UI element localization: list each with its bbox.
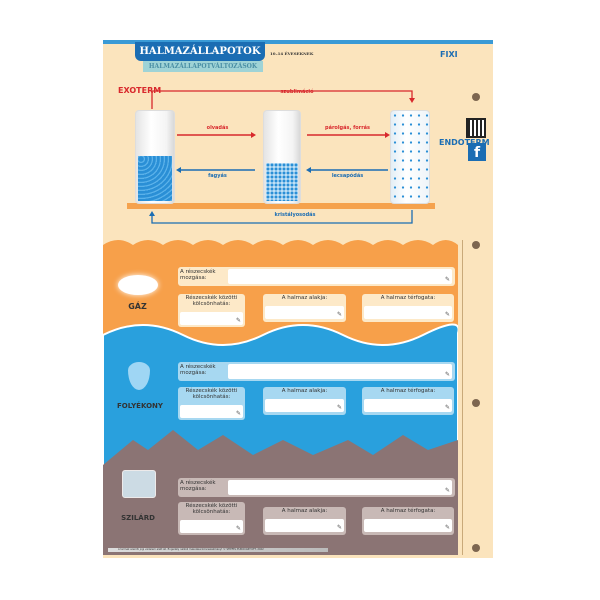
gas-shape-group: A halmaz alakja: ✎ [263, 294, 346, 322]
age-label: 10–14 ÉVESEKNEK [270, 51, 314, 56]
punch-hole [472, 399, 480, 407]
sublimation-label: szublimáció [280, 89, 314, 95]
interaction-label: Részecskék közötti kölcsönhatás: [185, 295, 238, 307]
diagram-arrows [127, 90, 435, 224]
water [266, 163, 298, 201]
cloud-icon [118, 275, 158, 295]
punch-hole [472, 544, 480, 552]
gas-interaction-input[interactable]: ✎ [180, 312, 243, 325]
solid-cylinder [135, 110, 175, 204]
liquid-interaction-group: Részecskék közötti kölcsönhatás: ✎ [178, 387, 245, 420]
freezing-label: fagyás [208, 173, 227, 179]
evaporation-label: párolgás, forrás [324, 125, 371, 131]
ice-cubes-icon [122, 470, 156, 498]
solid-label: SZILÁRD [121, 514, 155, 522]
solid-shape-group: A halmaz alakja: ✎ [263, 507, 346, 535]
pencil-icon: ✎ [235, 525, 241, 532]
shape-label: A halmaz alakja: [281, 388, 328, 394]
shape-label: A halmaz alakja: [281, 508, 328, 514]
punch-hole [472, 241, 480, 249]
fixi-logo: FIXI [440, 50, 458, 59]
liquid-volume-input[interactable]: ✎ [364, 399, 452, 412]
pencil-icon: ✎ [444, 371, 450, 378]
liquid-volume-group: A halmaz térfogata: ✎ [362, 387, 454, 415]
movement-label: A részecskék mozgása: [180, 480, 216, 492]
pencil-icon: ✎ [336, 404, 342, 411]
volume-label: A halmaz térfogata: [380, 295, 436, 301]
melting-label: olvadás [206, 125, 229, 131]
solid-volume-input[interactable]: ✎ [364, 519, 452, 532]
interaction-label: Részecskék közötti kölcsönhatás: [185, 503, 238, 515]
gas-movement-row: A részecskék mozgása: ✎ [178, 267, 455, 286]
liquid-shape-group: A halmaz alakja: ✎ [263, 387, 346, 415]
top-bar [103, 40, 493, 44]
shelf [127, 203, 435, 209]
gas-volume-input[interactable]: ✎ [364, 306, 452, 319]
pencil-icon: ✎ [444, 404, 450, 411]
crystallization-arrow [151, 210, 413, 224]
pencil-icon: ✎ [444, 524, 450, 531]
liquid-movement-row: A részecskék mozgása: ✎ [178, 362, 455, 381]
qr-code [466, 118, 486, 138]
water-drop-icon [128, 362, 150, 390]
liquid-shape-input[interactable]: ✎ [265, 399, 344, 412]
liquid-movement-input[interactable]: ✎ [228, 364, 452, 379]
ice-cubes [138, 156, 172, 201]
liquid-cylinder [263, 110, 301, 204]
gas-cylinder [390, 110, 430, 204]
volume-label: A halmaz térfogata: [380, 388, 436, 394]
gas-movement-input[interactable]: ✎ [228, 269, 452, 284]
condensation-label: lecsapódás [331, 173, 364, 179]
liquid-label: FOLYÉKONY [117, 402, 163, 410]
pencil-icon: ✎ [336, 524, 342, 531]
movement-label: A részecskék mozgása: [180, 364, 216, 376]
solid-movement-row: A részecskék mozgása: ✎ [178, 478, 455, 497]
pencil-icon: ✎ [444, 311, 450, 318]
pencil-icon: ✎ [336, 311, 342, 318]
solid-volume-group: A halmaz térfogata: ✎ [362, 507, 454, 535]
solid-shape-input[interactable]: ✎ [265, 519, 344, 532]
sublimation-arrow [151, 90, 413, 109]
pencil-icon: ✎ [235, 317, 241, 324]
strip-divider [462, 240, 463, 555]
crystallization-label: kristályosodás [274, 212, 316, 218]
gas-label: GÁZ [128, 302, 147, 311]
facebook-icon: f [468, 143, 486, 161]
gas-shape-input[interactable]: ✎ [265, 306, 344, 319]
liquid-interaction-input[interactable]: ✎ [180, 405, 243, 418]
copyright-footer: A termék szerzői jogi védelem alatt áll.… [108, 548, 328, 552]
punch-hole [472, 93, 480, 101]
shape-label: A halmaz alakja: [281, 295, 328, 301]
gas-interaction-group: Részecskék közötti kölcsönhatás: ✎ [178, 294, 245, 327]
page-subtitle: HALMAZÁLLAPOTVÁLTOZÁSOK [143, 61, 263, 72]
solid-interaction-input[interactable]: ✎ [180, 520, 243, 533]
pencil-icon: ✎ [444, 276, 450, 283]
volume-label: A halmaz térfogata: [380, 508, 436, 514]
movement-label: A részecskék mozgása: [180, 269, 216, 281]
solid-movement-input[interactable]: ✎ [228, 480, 452, 495]
pencil-icon: ✎ [235, 410, 241, 417]
page-title: HALMAZÁLLAPOTOK [135, 42, 265, 61]
gas-volume-group: A halmaz térfogata: ✎ [362, 294, 454, 322]
interaction-label: Részecskék közötti kölcsönhatás: [185, 388, 238, 400]
pencil-icon: ✎ [444, 487, 450, 494]
solid-interaction-group: Részecskék közötti kölcsönhatás: ✎ [178, 502, 245, 535]
